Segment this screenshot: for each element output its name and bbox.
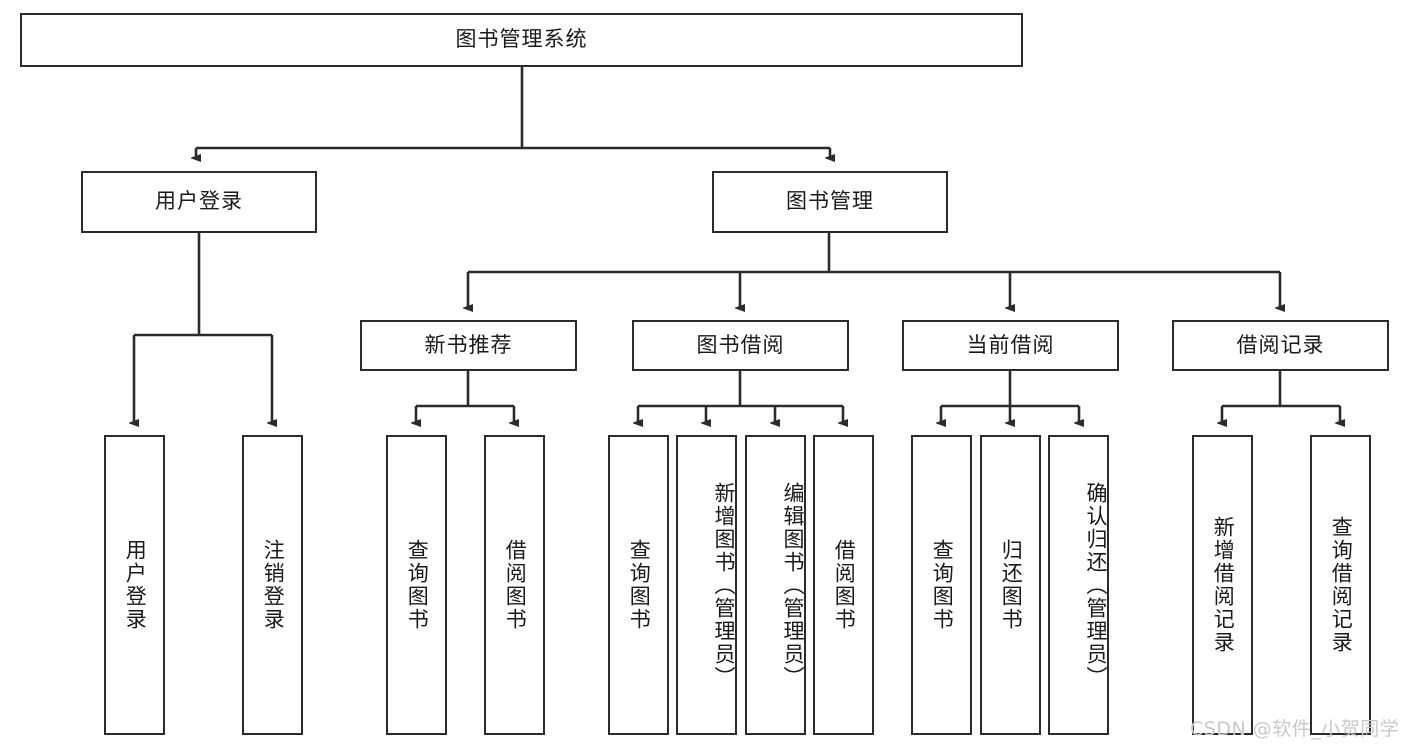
node-new-book-recommend[interactable]: 新书推荐 xyxy=(360,320,577,371)
leaf-book-borrow-borrow-books[interactable]: 借阅图书 xyxy=(813,435,874,735)
leaf-current-borrow-return-books[interactable]: 归还图书 xyxy=(980,435,1041,735)
node-current-borrow[interactable]: 当前借阅 xyxy=(902,320,1119,371)
leaf-book-borrow-query-books[interactable]: 查询图书 xyxy=(608,435,669,735)
leaf-book-borrow-edit-book-admin[interactable]: 编辑图书（管理员） xyxy=(745,435,806,735)
leaf-user-login-logout[interactable]: 注销登录 xyxy=(242,435,303,735)
csdn-watermark: CSDN @软件_小贺同学 xyxy=(1190,718,1400,740)
leaf-new-book-borrow-books[interactable]: 借阅图书 xyxy=(484,435,545,735)
node-borrow-record[interactable]: 借阅记录 xyxy=(1172,320,1389,371)
node-root-library-system[interactable]: 图书管理系统 xyxy=(20,13,1023,67)
node-book-management[interactable]: 图书管理 xyxy=(712,171,948,233)
leaf-borrow-record-query-record[interactable]: 查询借阅记录 xyxy=(1310,435,1371,735)
node-book-borrow[interactable]: 图书借阅 xyxy=(632,320,849,371)
leaf-current-borrow-confirm-return-admin[interactable]: 确认归还（管理员） xyxy=(1048,435,1109,735)
leaf-book-borrow-add-book-admin[interactable]: 新增图书（管理员） xyxy=(676,435,737,735)
leaf-new-book-query-books[interactable]: 查询图书 xyxy=(386,435,447,735)
node-user-login[interactable]: 用户登录 xyxy=(81,171,317,233)
leaf-user-login-login[interactable]: 用户登录 xyxy=(104,435,165,735)
leaf-borrow-record-add-record[interactable]: 新增借阅记录 xyxy=(1192,435,1253,735)
leaf-current-borrow-query-books[interactable]: 查询图书 xyxy=(911,435,972,735)
